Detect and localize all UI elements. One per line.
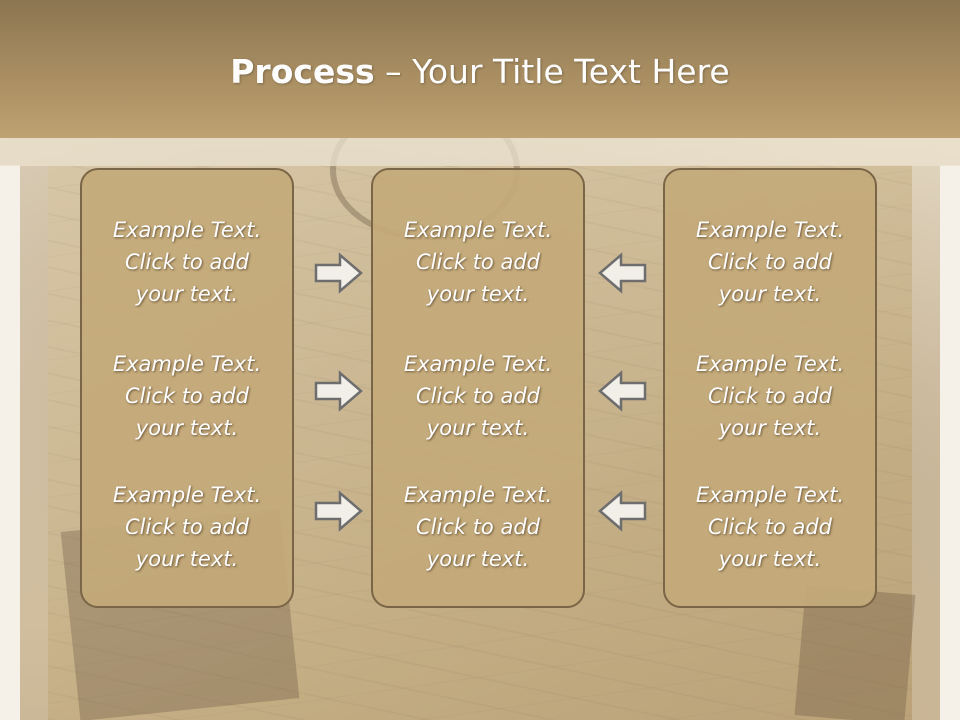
title-bar-strip: [0, 138, 960, 166]
text-line: Example Text.: [112, 352, 262, 376]
text-line: Click to add: [415, 250, 540, 274]
text-line: Click to add: [415, 515, 540, 539]
slide-title-rest: – Your Title Text Here: [374, 52, 730, 91]
text-item[interactable]: Example Text. Click to add your text.: [665, 214, 875, 310]
text-line: Example Text.: [695, 352, 845, 376]
text-line: Example Text.: [695, 218, 845, 242]
text-line: your text.: [135, 416, 239, 440]
text-line: your text.: [426, 547, 530, 571]
text-item[interactable]: Example Text. Click to add your text.: [373, 479, 583, 575]
text-item[interactable]: Example Text. Click to add your text.: [373, 214, 583, 310]
text-line: Example Text.: [112, 483, 262, 507]
process-box-right[interactable]: Example Text. Click to add your text. Ex…: [663, 168, 877, 608]
text-line: Click to add: [124, 384, 249, 408]
right-arrow-icon[interactable]: [314, 370, 364, 412]
left-arrow-icon[interactable]: [597, 490, 647, 532]
text-line: Example Text.: [403, 218, 553, 242]
title-bar: [0, 0, 960, 138]
text-item[interactable]: Example Text. Click to add your text.: [665, 348, 875, 444]
text-line: your text.: [718, 416, 822, 440]
text-line: Example Text.: [403, 483, 553, 507]
text-line: your text.: [426, 416, 530, 440]
text-line: Click to add: [124, 515, 249, 539]
text-line: your text.: [135, 547, 239, 571]
right-arrow-icon[interactable]: [314, 252, 364, 294]
slide-title-bold: Process: [230, 52, 375, 91]
left-arrow-icon[interactable]: [597, 252, 647, 294]
text-line: your text.: [135, 282, 239, 306]
text-line: your text.: [426, 282, 530, 306]
text-item[interactable]: Example Text. Click to add your text.: [82, 214, 292, 310]
right-arrow-icon[interactable]: [314, 490, 364, 532]
text-line: Click to add: [707, 250, 832, 274]
text-line: Example Text.: [112, 218, 262, 242]
left-arrow-icon[interactable]: [597, 370, 647, 412]
text-line: Click to add: [707, 515, 832, 539]
text-line: Example Text.: [695, 483, 845, 507]
text-line: Click to add: [415, 384, 540, 408]
text-line: Click to add: [707, 384, 832, 408]
text-item[interactable]: Example Text. Click to add your text.: [665, 479, 875, 575]
text-line: Click to add: [124, 250, 249, 274]
text-line: your text.: [718, 547, 822, 571]
text-item[interactable]: Example Text. Click to add your text.: [82, 348, 292, 444]
text-item[interactable]: Example Text. Click to add your text.: [373, 348, 583, 444]
process-box-middle[interactable]: Example Text. Click to add your text. Ex…: [371, 168, 585, 608]
slide-frame: [0, 165, 960, 720]
slide-title[interactable]: Process – Your Title Text Here: [0, 52, 960, 102]
text-line: your text.: [718, 282, 822, 306]
process-box-left[interactable]: Example Text. Click to add your text. Ex…: [80, 168, 294, 608]
text-item[interactable]: Example Text. Click to add your text.: [82, 479, 292, 575]
text-line: Example Text.: [403, 352, 553, 376]
